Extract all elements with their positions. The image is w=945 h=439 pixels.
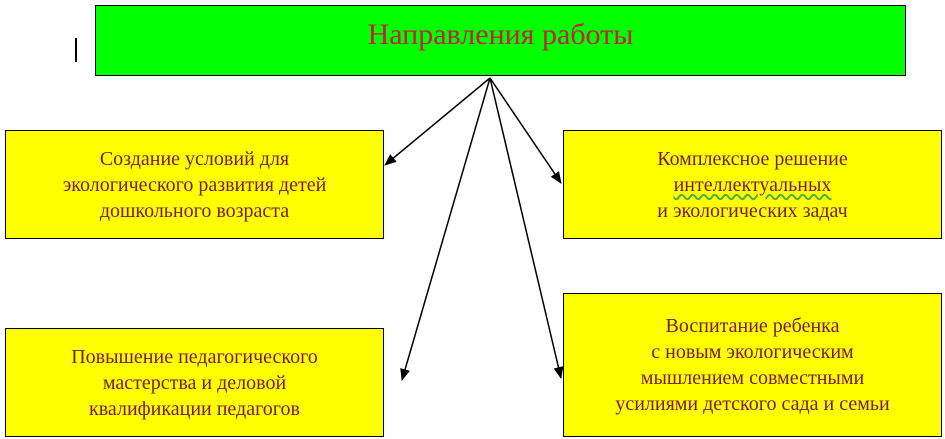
box-complex-solution: Комплексное решение интеллектуальных и э… [563, 130, 942, 239]
box-complex-line-3: и экологических задач [657, 199, 848, 222]
box-upbringing-line-2: с новым экологическим [651, 341, 854, 363]
box-conditions-line-2: экологического развития детей [62, 173, 327, 196]
box-upbringing-line-1: Воспитание ребенка [665, 315, 840, 337]
arrow-to-complex-solution [489, 77, 562, 184]
box-conditions: Создание условий для экологического разв… [5, 130, 384, 239]
arrow-to-child-upbringing [489, 77, 564, 379]
box-teacher-line-2: мастерства и деловой [102, 371, 287, 394]
arrow-to-conditions [384, 77, 491, 166]
arrow-to-teacher-skills [400, 77, 491, 381]
box-child-upbringing: Воспитание ребенка с новым экологическим… [563, 293, 942, 437]
text-cursor [75, 38, 77, 62]
box-upbringing-line-3: мышлением совместными [640, 367, 865, 389]
title-box: Направления работы [95, 5, 906, 76]
box-conditions-line-3: дошкольного возраста [99, 199, 290, 222]
box-teacher-line-1: Повышение педагогического [71, 345, 318, 368]
diagram-title: Направления работы [367, 18, 634, 51]
box-conditions-line-1: Создание условий для [99, 147, 290, 170]
box-complex-line-2: интеллектуальных [673, 173, 832, 196]
box-upbringing-line-4: усилиями детского сада и семьи [615, 393, 890, 415]
box-teacher-line-3: квалификации педагогов [89, 397, 300, 420]
box-teacher-skills: Повышение педагогического мастерства и д… [5, 328, 384, 437]
box-complex-line-1: Комплексное решение [657, 147, 848, 170]
